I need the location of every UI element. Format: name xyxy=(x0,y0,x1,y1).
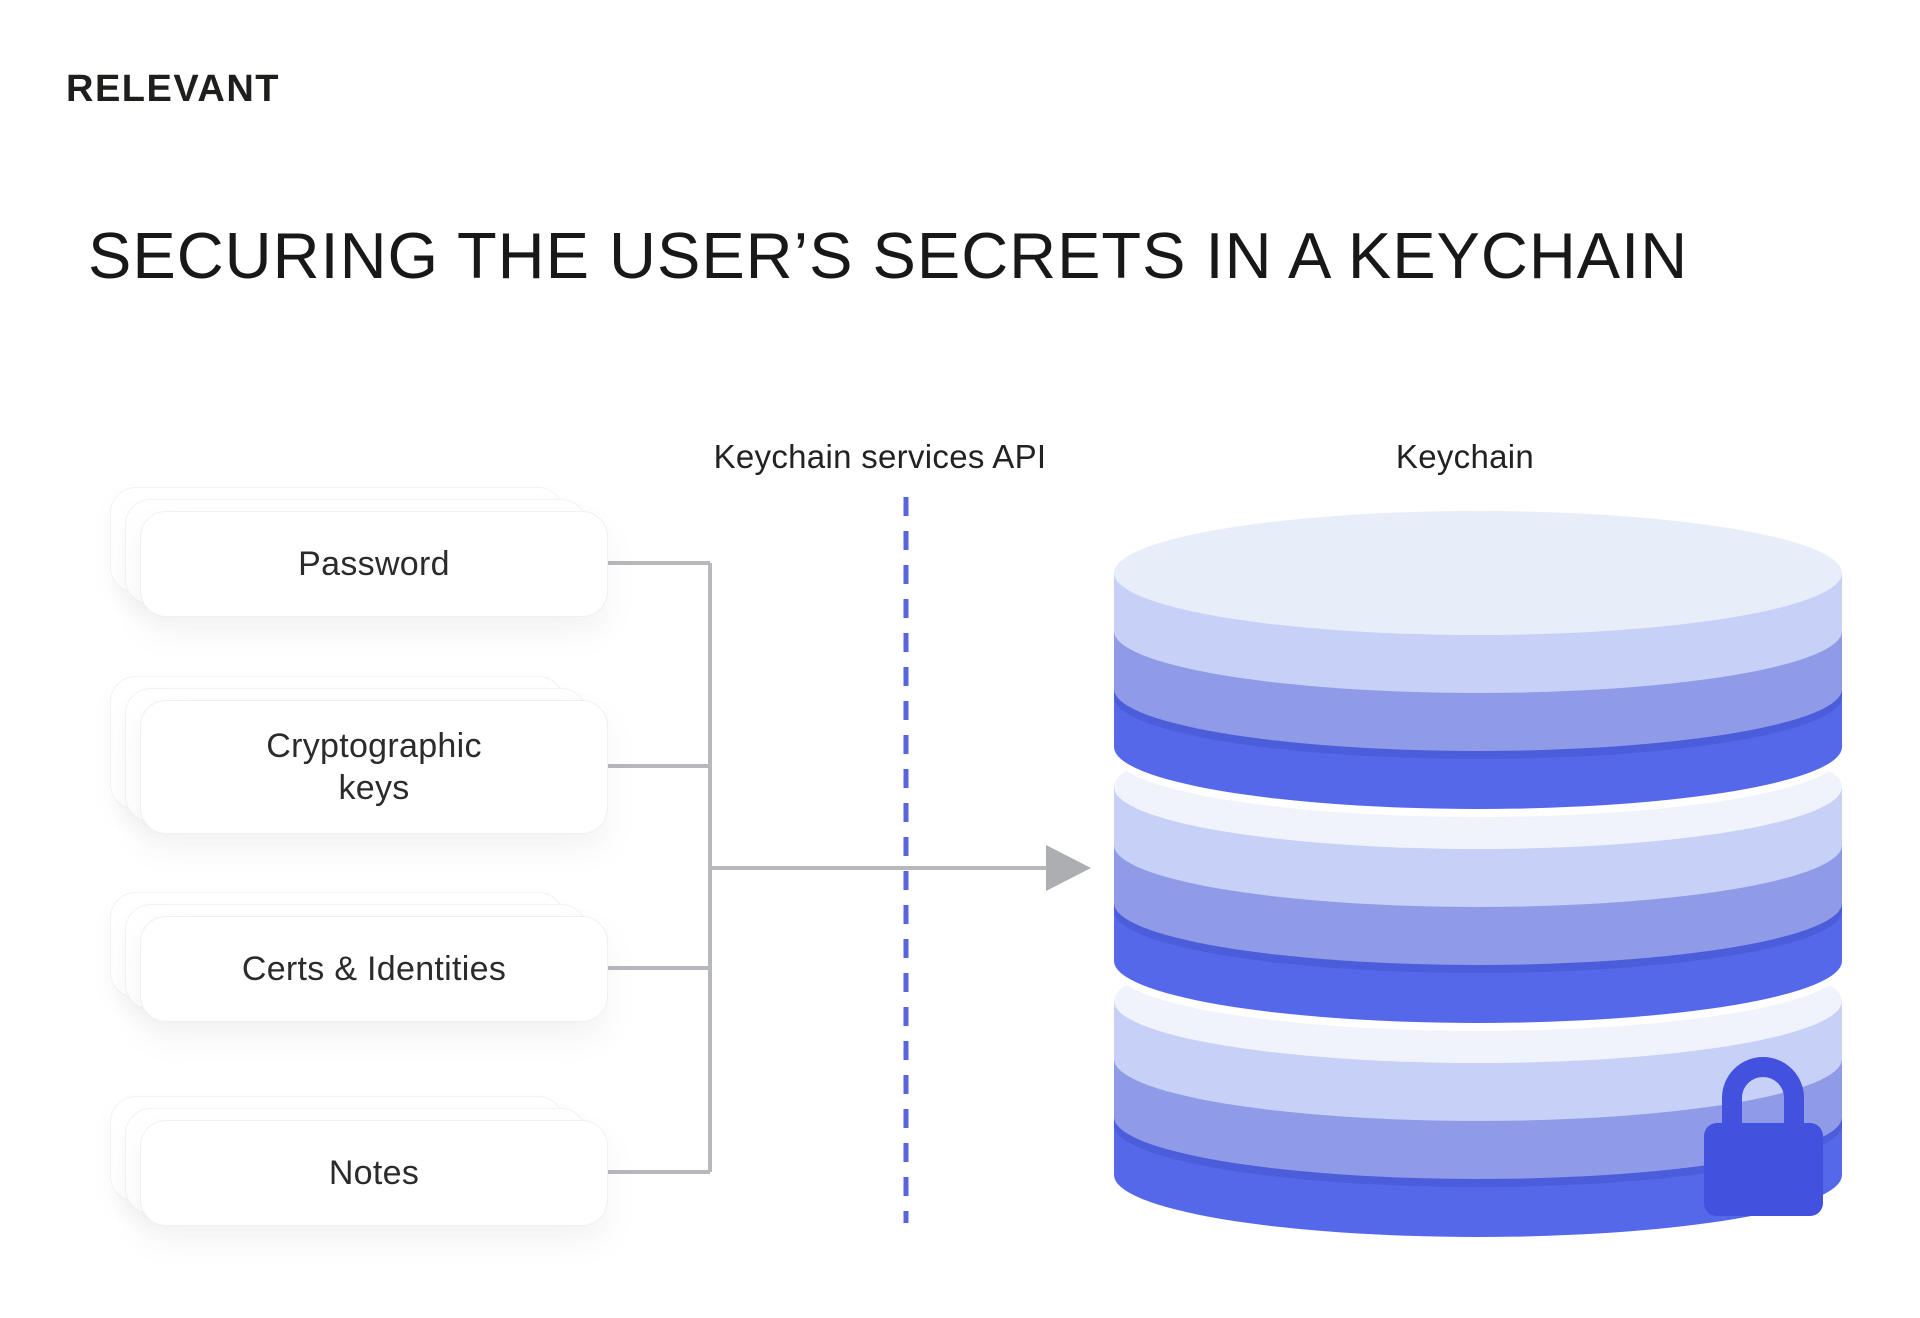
card-cryptographic-keys: Cryptographic keys xyxy=(110,676,608,834)
keychain-label: Keychain xyxy=(1395,438,1535,475)
connector-path xyxy=(606,561,1046,1174)
card-password-label: Password xyxy=(298,544,450,583)
flow-arrowhead-icon xyxy=(1046,845,1091,891)
page-title: SECURING THE USER’S SECRETS IN A KEYCHAI… xyxy=(88,219,1689,292)
card-cryptographic-keys-label: Cryptographic keys xyxy=(266,726,482,808)
keychain-database-illustration xyxy=(1114,511,1842,1237)
card-notes: Notes xyxy=(110,1096,608,1226)
card-certs-identities: Certs & Identities xyxy=(110,892,608,1022)
lock-icon xyxy=(1704,1057,1823,1216)
brand-logo: RELEVANT xyxy=(66,68,280,110)
api-boundary-label: Keychain services API xyxy=(713,438,1047,475)
card-notes-label: Notes xyxy=(328,1153,420,1192)
lock-shackle xyxy=(1722,1057,1804,1130)
lock-body xyxy=(1704,1123,1823,1216)
db-drum-top xyxy=(1114,511,1842,809)
card-certs-identities-label: Certs & Identities xyxy=(241,949,507,988)
card-password: Password xyxy=(110,487,608,617)
